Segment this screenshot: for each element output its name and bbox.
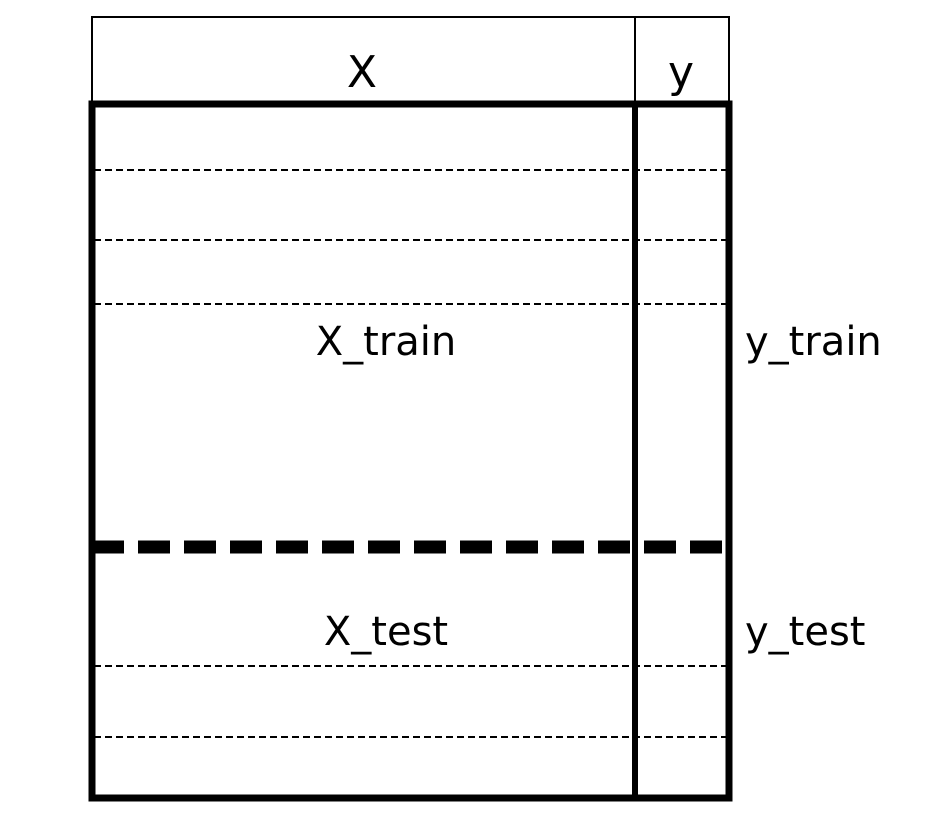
y-train-label: y_train [745,319,882,365]
data-table-box [88,100,733,802]
x-train-label: X_train [316,319,457,365]
header-features-label: X [347,47,377,98]
header-box [91,16,730,105]
x-test-label: X_test [324,609,448,655]
header-target-label: y [668,47,694,98]
y-test-label: y_test [745,609,866,655]
row-separators [94,169,726,738]
